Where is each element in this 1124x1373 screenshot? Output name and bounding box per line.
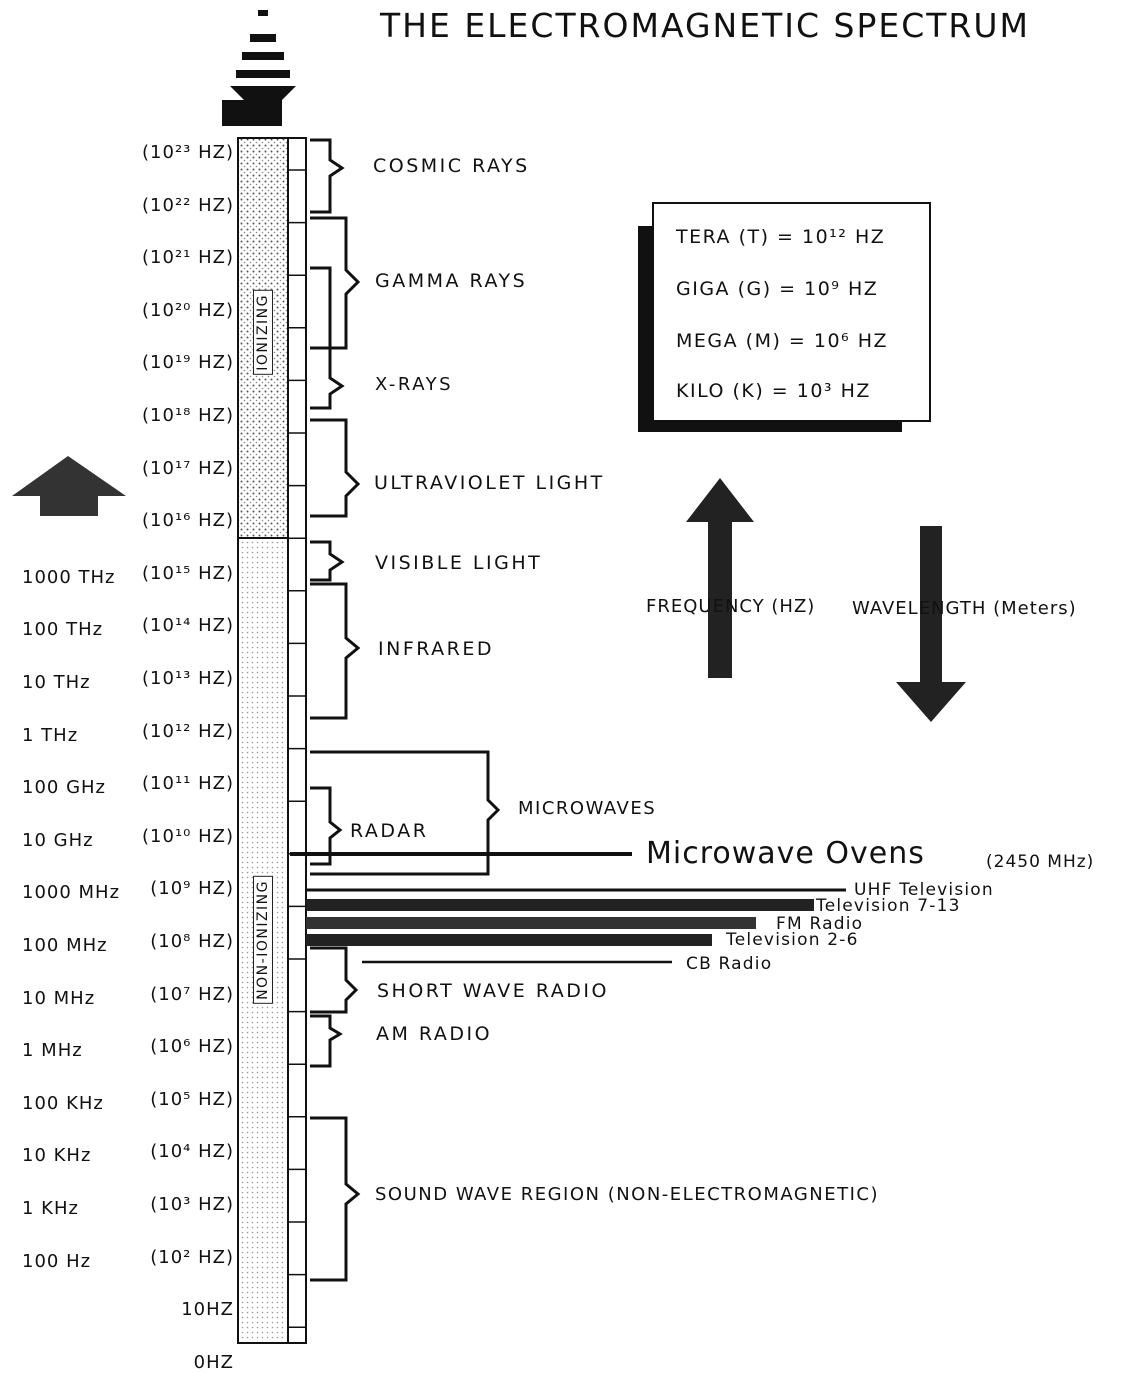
tick-unit-1e6: 1 MHz — [22, 1040, 83, 1061]
region-gamma-rays: GAMMA RAYS — [375, 270, 527, 292]
tick-label-1e13: (10¹³ HZ) — [142, 668, 234, 689]
region-visible-light: VISIBLE LIGHT — [375, 552, 542, 574]
region-microwaves: MICROWAVES — [518, 798, 656, 819]
frequency-axis-label: FREQUENCY (HZ) — [646, 596, 815, 617]
tick-label-1e18: (10¹⁸ HZ) — [142, 405, 234, 426]
frequency-arrow-icon — [686, 478, 754, 678]
up-arrow-icon — [12, 456, 126, 516]
tick-label-1e4: (10⁴ HZ) — [150, 1141, 234, 1162]
tick-label-1e10: (10¹⁰ HZ) — [142, 826, 234, 847]
tick-label-1e15: (10¹⁵ HZ) — [142, 563, 234, 584]
tick-label-1e2: (10² HZ) — [150, 1247, 234, 1268]
microwave-ovens-label: Microwave Ovens — [646, 836, 925, 871]
tick-unit-1e2: 100 Hz — [22, 1251, 91, 1272]
tick-unit-1e12: 1 THz — [22, 725, 78, 746]
tick-label-1e0: 0HZ — [194, 1352, 234, 1373]
tick-label-1e23: (10²³ HZ) — [142, 142, 234, 163]
television-2-6-label: Television 2-6 — [726, 930, 859, 950]
tick-label-1e9: (10⁹ HZ) — [150, 878, 234, 899]
tick-unit-1e13: 10 THz — [22, 672, 91, 693]
tick-unit-1e4: 10 KHz — [22, 1145, 91, 1166]
non-ionizing-label: NON-IONIZING — [253, 876, 273, 1004]
top-arrow-icon — [222, 10, 296, 126]
tick-label-1e8: (10⁸ HZ) — [150, 931, 234, 952]
tick-unit-1e8: 100 MHz — [22, 935, 108, 956]
microwave-ovens-frequency: (2450 MHz) — [986, 852, 1094, 872]
region-ultraviolet: ULTRAVIOLET LIGHT — [374, 472, 605, 494]
tick-label-1e21: (10²¹ HZ) — [142, 247, 234, 268]
tick-label-1e5: (10⁵ HZ) — [150, 1089, 234, 1110]
tick-unit-1e14: 100 THz — [22, 619, 103, 640]
tick-unit-1e15: 1000 THz — [22, 567, 116, 588]
legend-mega: MEGA (M) = 10⁶ HZ — [676, 330, 888, 352]
television-7-13-label: Television 7-13 — [816, 896, 961, 916]
tick-label-1e16: (10¹⁶ HZ) — [142, 510, 234, 531]
tick-label-1e6: (10⁶ HZ) — [150, 1036, 234, 1057]
tick-label-1e22: (10²² HZ) — [142, 195, 234, 216]
wavelength-arrow-icon — [896, 526, 966, 722]
region-x-rays: X-RAYS — [375, 374, 453, 395]
tick-label-1e11: (10¹¹ HZ) — [142, 773, 234, 794]
tick-unit-1e10: 10 GHz — [22, 830, 94, 851]
tick-label-1e17: (10¹⁷ HZ) — [142, 458, 234, 479]
tick-label-1e19: (10¹⁹ HZ) — [142, 352, 234, 373]
tick-unit-1e7: 10 MHz — [22, 988, 95, 1009]
tick-label-1e20: (10²⁰ HZ) — [142, 300, 234, 321]
region-infrared: INFRARED — [378, 638, 494, 660]
tick-label-1e7: (10⁷ HZ) — [150, 984, 234, 1005]
region-short-wave-radio: SHORT WAVE RADIO — [377, 980, 609, 1002]
tick-label-1e12: (10¹² HZ) — [142, 721, 234, 742]
tick-label-1e14: (10¹⁴ HZ) — [142, 615, 234, 636]
tick-unit-1e5: 100 KHz — [22, 1093, 104, 1114]
legend-tera: TERA (T) = 10¹² HZ — [676, 226, 885, 248]
region-braces — [310, 140, 498, 1280]
tick-unit-1e11: 100 GHz — [22, 777, 106, 798]
tick-label-1e1: 10HZ — [181, 1299, 234, 1320]
prefix-legend: TERA (T) = 10¹² HZ GIGA (G) = 10⁹ HZ MEG… — [652, 202, 931, 422]
legend-kilo: KILO (K) = 10³ HZ — [676, 380, 871, 402]
region-radar: RADAR — [350, 820, 428, 842]
wavelength-axis-label: WAVELENGTH (Meters) — [852, 598, 1077, 619]
region-cosmic-rays: COSMIC RAYS — [373, 155, 530, 177]
region-am-radio: AM RADIO — [376, 1023, 492, 1045]
ionizing-label: IONIZING — [253, 290, 273, 375]
tick-unit-1e3: 1 KHz — [22, 1198, 79, 1219]
tick-label-1e3: (10³ HZ) — [150, 1194, 234, 1215]
cb-radio-label: CB Radio — [686, 954, 772, 974]
region-sound-wave: SOUND WAVE REGION (NON-ELECTROMAGNETIC) — [375, 1184, 879, 1205]
tick-unit-1e9: 1000 MHz — [22, 882, 120, 903]
legend-giga: GIGA (G) = 10⁹ HZ — [676, 278, 878, 300]
